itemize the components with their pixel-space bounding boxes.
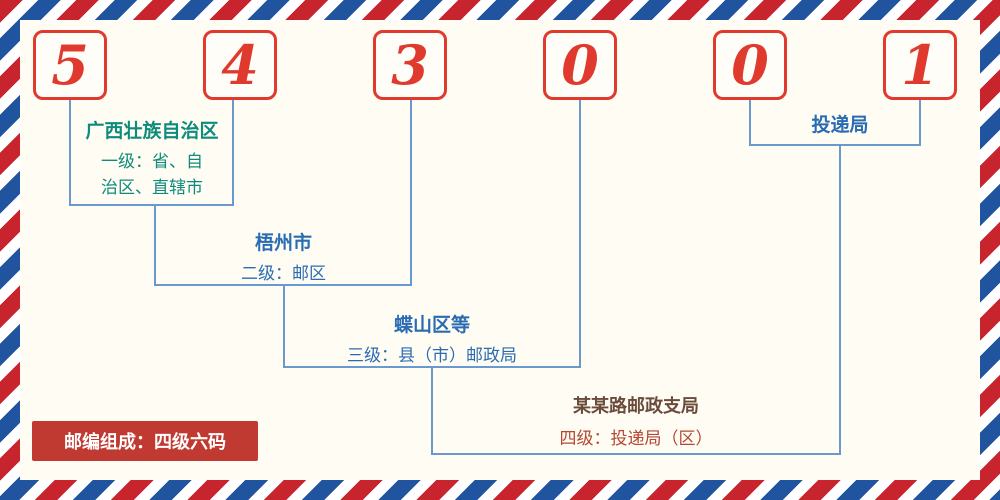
level1-label: 广西壮族自治区 一级：省、自 治区、直辖市 [62,116,242,201]
delivery-office-text: 投递局 [811,115,869,136]
connector-line [283,284,285,368]
digit-box-4: 0 [543,30,617,100]
digit-5: 0 [731,33,769,97]
badge-text: 邮编组成：四级六码 [64,432,226,452]
level4-region: 某某路邮政支局 [573,396,699,416]
level3-label: 蝶山区等 三级：县（市）邮政局 [283,310,581,369]
digit-4: 0 [561,33,599,97]
connector-line [579,100,581,368]
digit-3: 3 [391,33,429,97]
level1-desc-line1: 一级：省、自 [101,152,203,171]
connector-line [232,100,234,206]
level3-region: 蝶山区等 [393,315,470,336]
digit-box-5: 0 [713,30,787,100]
digit-box-1: 5 [33,30,107,100]
level3-desc: 三级：县（市）邮政局 [347,346,517,365]
level2-label: 梧州市 二级：邮区 [155,228,412,287]
digit-box-3: 3 [373,30,447,100]
connector-line [69,100,71,206]
digit-1: 5 [51,33,89,97]
level2-region: 梧州市 [254,233,312,254]
level1-desc-line2: 治区、直辖市 [101,178,203,197]
level1-region: 广西壮族自治区 [85,121,219,142]
connector-line [749,100,751,146]
connector-line [919,100,921,146]
digit-2: 4 [221,33,259,97]
connector-line [839,144,841,455]
diagram-background [20,20,980,480]
connector-line [154,204,156,286]
level4-desc: 四级：投递局（区） [559,429,713,448]
level4-label: 某某路邮政支局 四级：投递局（区） [431,392,841,452]
delivery-office-label: 投递局 [760,110,920,137]
connector-line [69,204,234,206]
connector-line [410,100,412,286]
connector-line [749,144,921,146]
connector-line [431,453,841,455]
digit-box-2: 4 [203,30,277,100]
digit-6: 1 [901,33,939,97]
digit-box-6: 1 [883,30,957,100]
postal-code-composition-badge: 邮编组成：四级六码 [32,421,258,461]
connector-line [431,366,433,455]
level2-desc: 二级：邮区 [241,264,326,283]
